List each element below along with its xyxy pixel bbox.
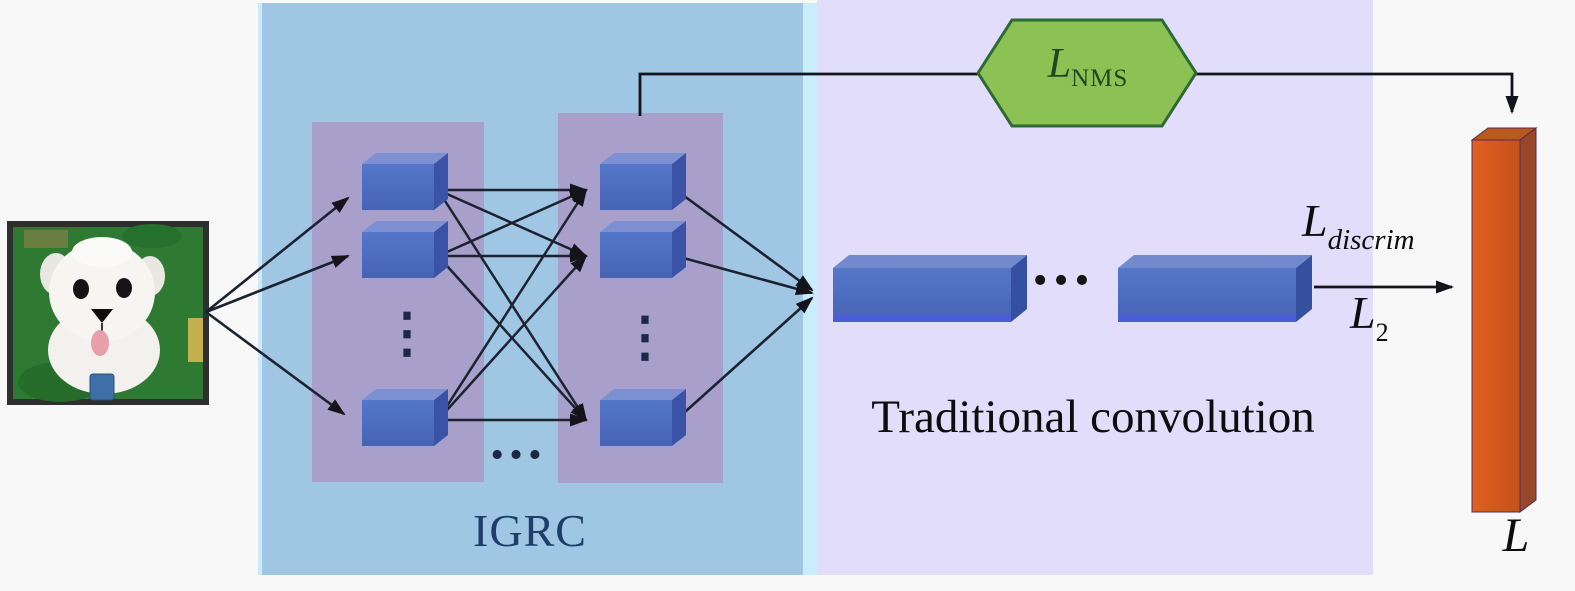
dog-tongue xyxy=(91,330,109,356)
arrow xyxy=(675,254,814,296)
arrow xyxy=(205,196,350,314)
grass-patch xyxy=(188,318,203,362)
feature-box xyxy=(600,153,686,210)
feature-box xyxy=(600,389,686,446)
conv-box-1 xyxy=(833,255,1027,322)
dog-collar xyxy=(89,373,115,401)
discrim-loss-symbol: L xyxy=(1302,195,1328,246)
discrim-loss-subscript: discrim xyxy=(1327,224,1415,256)
nms-loss-hexagon xyxy=(976,18,1198,128)
arrow xyxy=(205,310,346,416)
discrim-loss-label: Ldiscrim xyxy=(1302,194,1415,256)
grass-patch xyxy=(122,224,182,248)
arrow xyxy=(675,296,814,421)
dog-eye xyxy=(73,279,89,299)
nms-loss-subscript: NMS xyxy=(1071,65,1129,92)
feature-box xyxy=(362,221,448,278)
layer2-more-nodes-ellipsis: ⋮ xyxy=(618,307,672,367)
arrow xyxy=(205,254,350,314)
l2-loss-subscript: 2 xyxy=(1375,318,1389,347)
dog-head xyxy=(49,242,155,342)
igrc-label: IGRC xyxy=(473,505,587,556)
arrow xyxy=(436,188,588,421)
input-dog-image xyxy=(7,221,209,405)
more-conv-layers-ellipsis: … xyxy=(1030,230,1092,298)
igrc-layer2-boxes xyxy=(600,153,686,446)
l2-loss-label: L2 xyxy=(1350,286,1389,347)
layer1-more-nodes-ellipsis: ⋮ xyxy=(380,303,434,363)
arrow xyxy=(675,188,814,292)
feature-box xyxy=(362,389,448,446)
l2-loss-symbol: L xyxy=(1350,287,1376,338)
input-arrows xyxy=(205,196,350,416)
grass-patch xyxy=(24,230,68,248)
nms-loss-symbol: L xyxy=(1047,41,1072,87)
total-loss-label: L xyxy=(1502,509,1530,562)
dog-eye xyxy=(116,278,132,298)
feature-box xyxy=(600,221,686,278)
arrow xyxy=(437,254,588,421)
igrc-layer1-boxes xyxy=(362,153,448,446)
traditional-convolution-label: Traditional convolution xyxy=(871,391,1315,443)
conv-box-2 xyxy=(1118,255,1312,322)
arrow xyxy=(437,188,588,258)
feature-box xyxy=(362,153,448,210)
dog-nose xyxy=(91,309,113,323)
loss-bar xyxy=(1470,127,1538,513)
dog-fur xyxy=(72,237,132,267)
more-igrc-layers-ellipsis: … xyxy=(488,409,545,471)
nms-loss-label: LNMS xyxy=(1000,40,1176,92)
fully-connected-arrows xyxy=(436,183,588,427)
to-convolution-arrows xyxy=(675,188,814,421)
